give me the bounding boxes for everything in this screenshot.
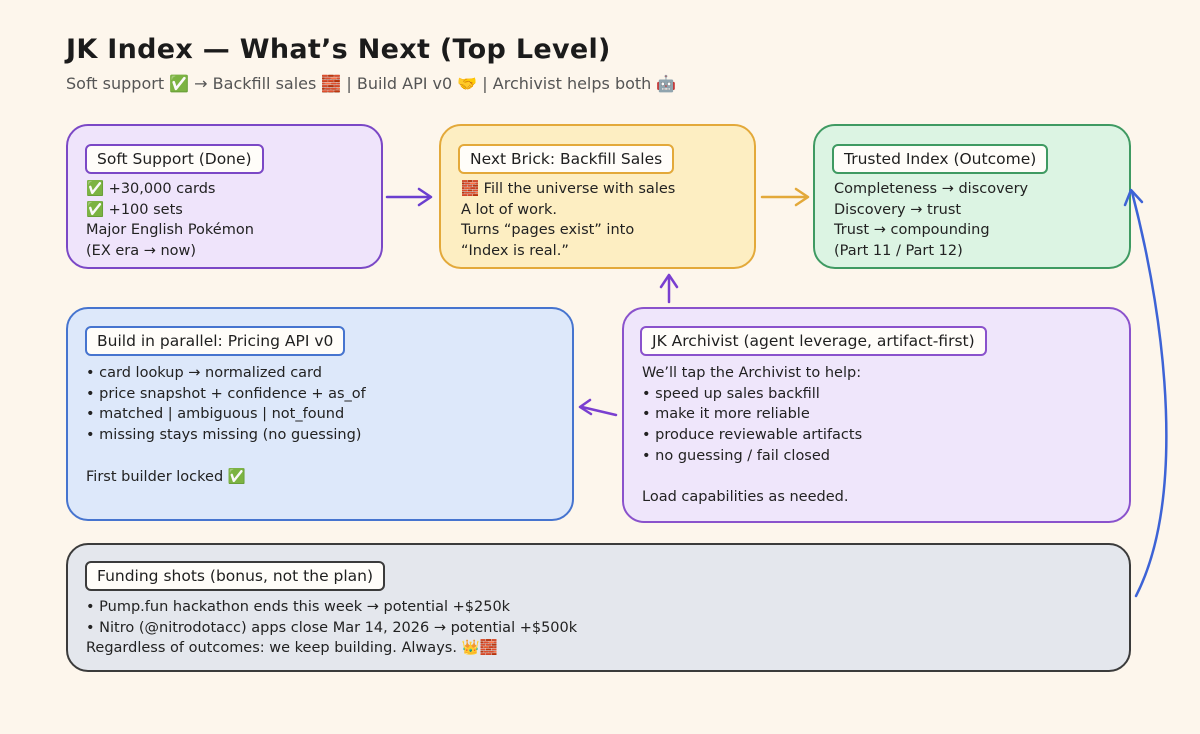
archivist-lines: We’ll tap the Archivist to help: • speed … bbox=[642, 363, 862, 508]
text-line: Discovery → trust bbox=[834, 201, 962, 218]
funding-lines: • Pump.fun hackathon ends this week → po… bbox=[86, 597, 577, 659]
arrow-funding-to-trust bbox=[1123, 188, 1168, 598]
text-line: Turns “pages exist” into bbox=[461, 222, 635, 239]
text-line: Regardless of outcomes: we keep building… bbox=[86, 640, 498, 657]
text-line: • matched | ambiguous | not_found bbox=[86, 406, 345, 423]
pricing-api-lines: • card lookup → normalized card • price s… bbox=[86, 363, 366, 487]
text-line: Completeness → discovery bbox=[834, 181, 1029, 197]
text-line: ✅ +30,000 cards bbox=[86, 181, 216, 197]
text-line: • price snapshot + confidence + as_of bbox=[86, 385, 366, 402]
page-title: JK Index — What’s Next (Top Level) bbox=[66, 34, 611, 65]
text-line: • make it more reliable bbox=[642, 406, 810, 423]
text-line: Load capabilities as needed. bbox=[642, 489, 849, 506]
text-line: (Part 11 / Part 12) bbox=[834, 243, 963, 260]
arrow-archivist-to-next bbox=[659, 273, 679, 304]
text-line: • Nitro (@nitrodotacc) apps close Mar 14… bbox=[86, 619, 578, 636]
arrow-next-to-trust bbox=[760, 187, 810, 207]
text-line: Trust → compounding bbox=[834, 222, 990, 239]
text-line: First builder locked ✅ bbox=[86, 468, 246, 485]
arrow-archivist-to-api bbox=[578, 398, 618, 417]
pricing-api-label: Build in parallel: Pricing API v0 bbox=[85, 326, 346, 356]
trusted-index-label: Trusted Index (Outcome) bbox=[832, 144, 1049, 174]
text-line: 🧱 Fill the universe with sales bbox=[461, 181, 676, 197]
text-line: “Index is real.” bbox=[461, 243, 569, 260]
text-line: • card lookup → normalized card bbox=[86, 365, 322, 381]
arrow-soft-to-next bbox=[385, 187, 433, 207]
page-subtitle: Soft support ✅ → Backfill sales 🧱 | Buil… bbox=[66, 74, 677, 93]
text-line: • speed up sales backfill bbox=[642, 385, 820, 402]
text-line: • missing stays missing (no guessing) bbox=[86, 427, 362, 444]
text-line: • Pump.fun hackathon ends this week → po… bbox=[86, 599, 511, 615]
text-line: ✅ +100 sets bbox=[86, 201, 183, 218]
text-line: • no guessing / fail closed bbox=[642, 447, 830, 464]
next-brick-lines: 🧱 Fill the universe with sales A lot of w… bbox=[461, 179, 675, 262]
text-line: (EX era → now) bbox=[86, 243, 197, 260]
text-line: • produce reviewable artifacts bbox=[642, 427, 863, 444]
text-line: We’ll tap the Archivist to help: bbox=[642, 365, 862, 381]
text-line: Major English Pokémon bbox=[86, 222, 254, 239]
next-brick-label: Next Brick: Backfill Sales bbox=[458, 144, 675, 174]
funding-label: Funding shots (bonus, not the plan) bbox=[85, 561, 386, 591]
text-line: A lot of work. bbox=[461, 201, 558, 218]
archivist-label: JK Archivist (agent leverage, artifact-f… bbox=[640, 326, 987, 356]
soft-support-label: Soft Support (Done) bbox=[85, 144, 264, 174]
